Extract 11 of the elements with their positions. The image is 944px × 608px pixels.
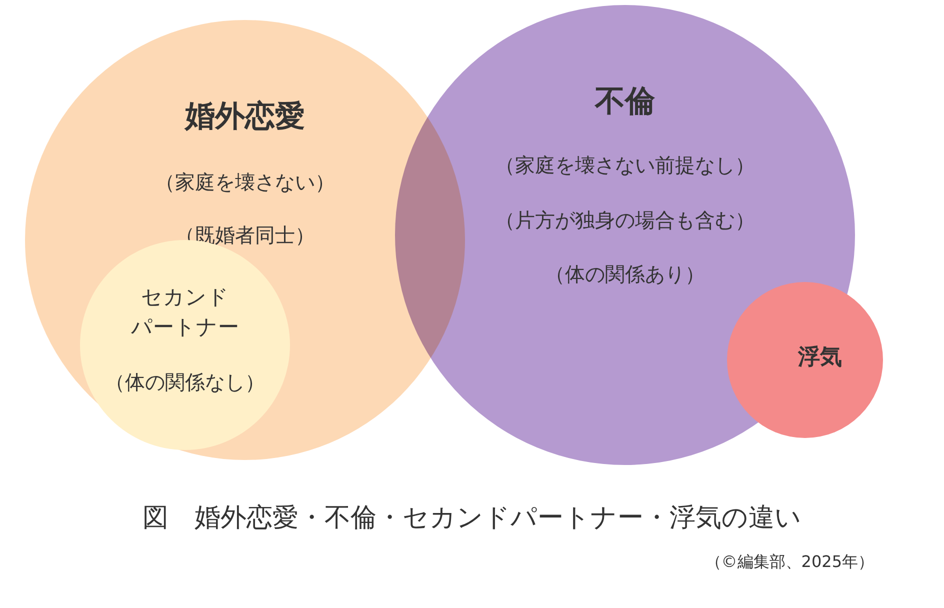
- circle-title: 婚外恋愛: [185, 98, 305, 136]
- circle-text: （片方が独身の場合も含む）: [495, 208, 755, 233]
- circle-text: （体の関係なし）: [105, 370, 265, 395]
- circle-text: （家庭を壊さない）: [155, 170, 335, 195]
- circle-text: （家庭を壊さない前提なし）: [495, 153, 755, 178]
- circle-title: 浮気: [798, 344, 842, 372]
- circle-text: （体の関係あり）: [545, 262, 705, 287]
- circle-text: セカンドパートナー: [131, 284, 239, 342]
- figure-caption: 図 婚外恋愛・不倫・セカンドパートナー・浮気の違い: [142, 502, 802, 535]
- circle-title: 不倫: [595, 83, 655, 120]
- credit-note: （©編集部、2025年）: [705, 552, 874, 573]
